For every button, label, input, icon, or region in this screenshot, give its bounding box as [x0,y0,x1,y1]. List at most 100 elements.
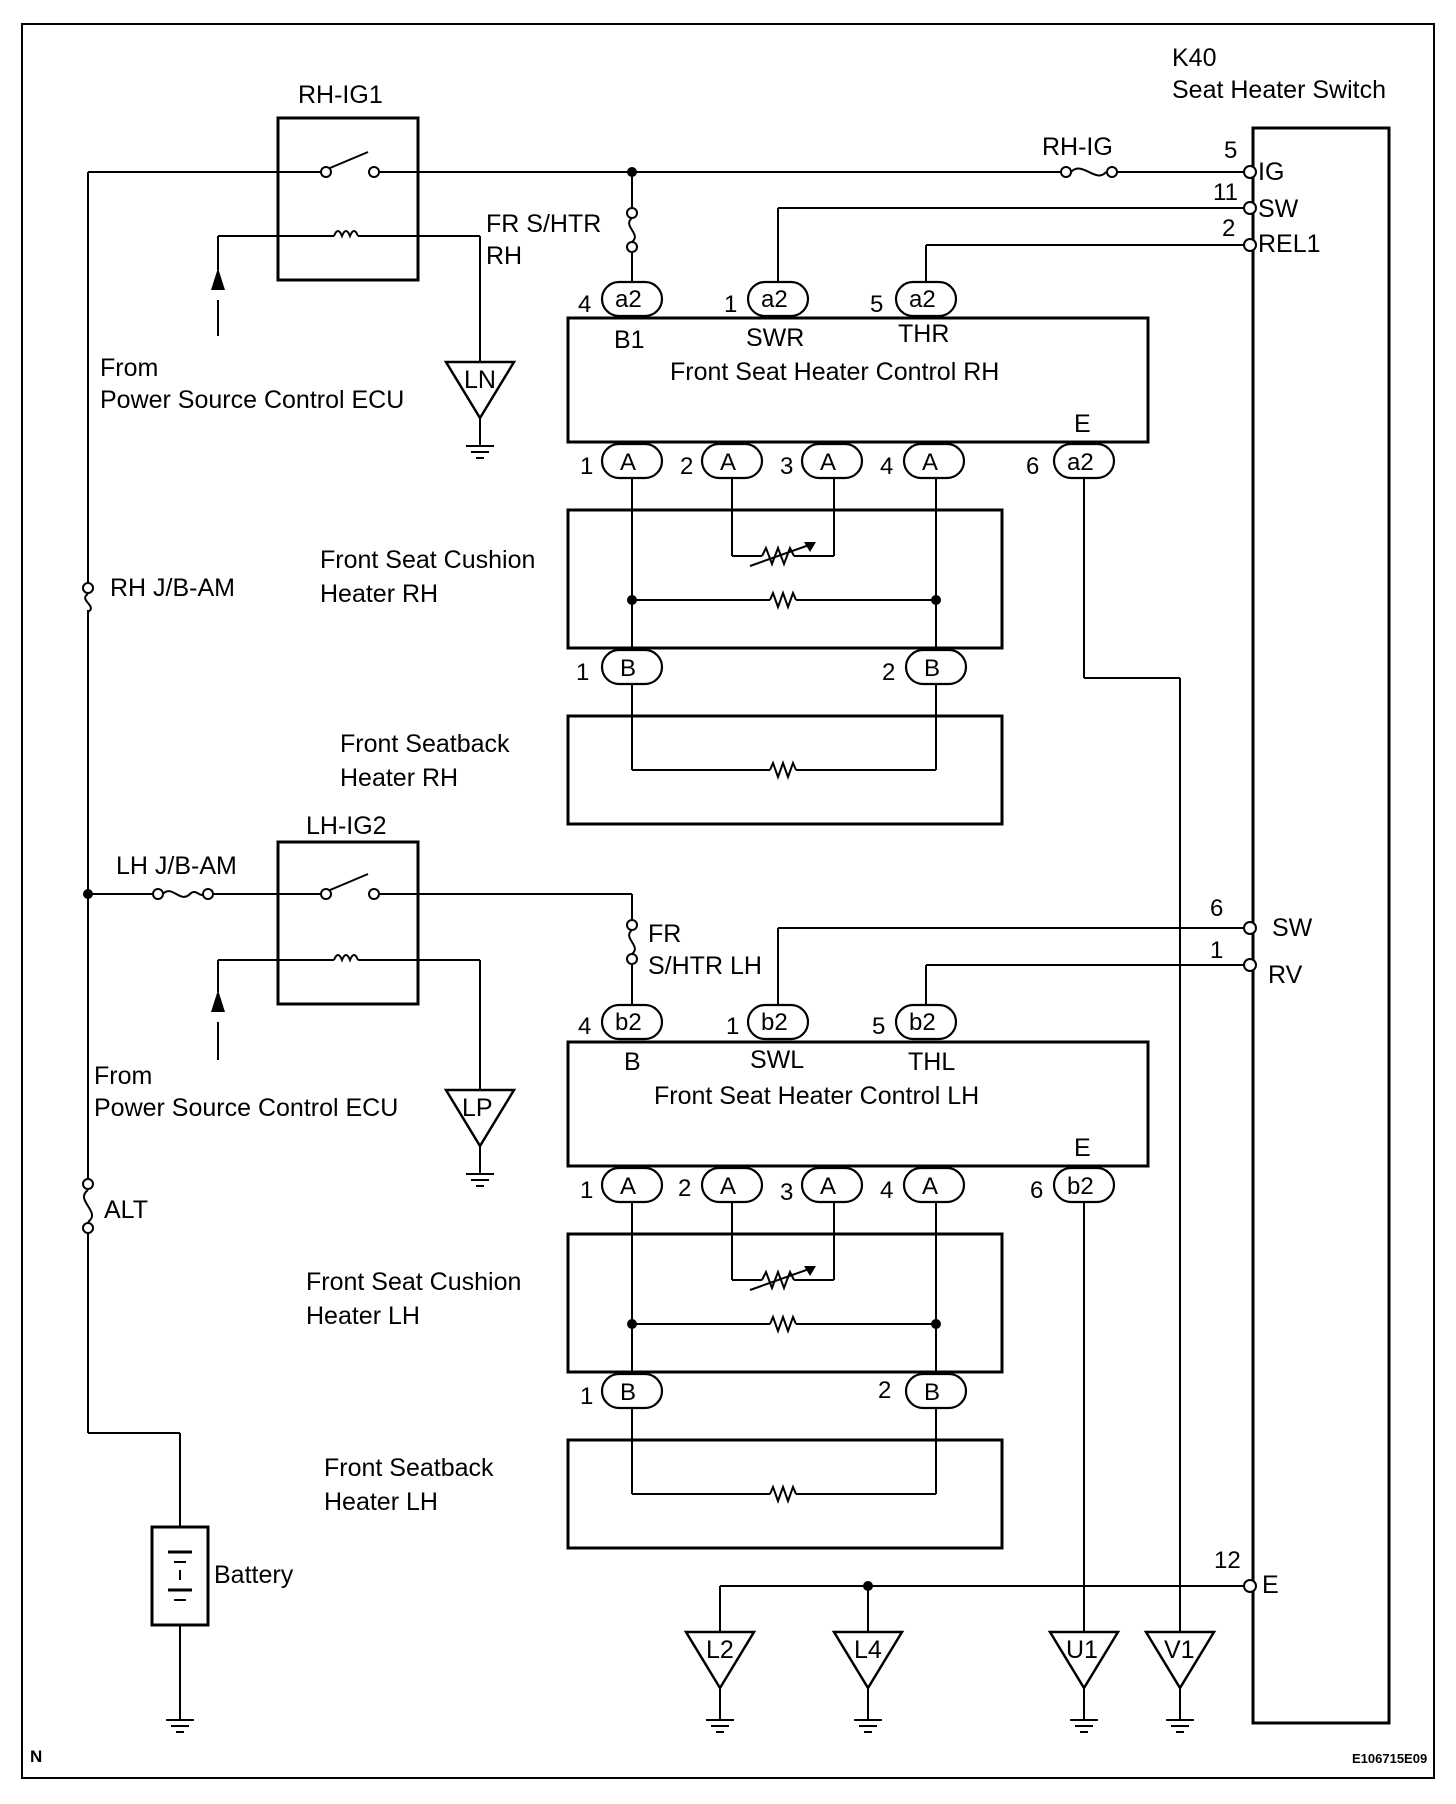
control-lh-conn-b: b2 [615,1009,642,1036]
control-rh-conn-b1: a2 [615,286,642,313]
control-rh-term-swr: SWR [746,324,804,352]
cushion-lh-label-2: Heater LH [306,1302,420,1330]
control-rh-conn-a4: A [922,449,938,476]
control-rh-conn-a1: A [620,449,636,476]
relay-lh-label: LH-IG2 [306,812,387,840]
switch-pin-e-num: 12 [1214,1547,1241,1574]
control-rh-conn-a3: A [820,449,836,476]
control-rh-term-thr: THR [898,320,949,348]
battery: Battery [150,1525,294,1627]
cushion-heater-lh: Front Seat Cushion Heater LH B 1 B 2 [306,1202,1004,1410]
footer-left: N [30,1747,42,1766]
switch-pin-rel1: REL1 [1258,230,1321,258]
cushion-lh-pin-b2: 2 [878,1377,891,1404]
control-rh-pin-thr: 5 [870,291,883,318]
fuse-fr-shtr-lh: FR S/HTR LH [626,919,762,1005]
fuse-lh-jb-am-label: LH J/B-AM [116,852,237,880]
control-rh-conn-thr: a2 [909,286,936,313]
control-rh-pin-swr: 1 [724,291,737,318]
ground-lp-label: LP [462,1094,493,1122]
cushion-lh-conn-b2: B [924,1379,940,1406]
fuse-fr-shtr-lh-label-1: FR [648,920,681,948]
control-lh-pin-a4: 4 [880,1177,893,1204]
fuse-rh-ig-label: RH-IG [1042,133,1113,161]
control-rh-pin-b1: 4 [578,291,591,318]
control-rh-pin-a4: 4 [880,453,893,480]
control-lh-pin-thl: 5 [872,1013,885,1040]
ground-ln-label: LN [464,366,496,394]
cushion-rh-label-2: Heater RH [320,580,438,608]
battery-label: Battery [214,1561,294,1589]
ground-l4: L4 [831,1630,905,1733]
cushion-lh-pin-b1: 1 [580,1383,593,1410]
control-lh-conn-a4: A [922,1173,938,1200]
control-lh-term-thl: THL [908,1048,955,1076]
fuse-fr-shtr-rh-label-1: FR S/HTR [486,210,601,238]
control-lh-conn-e: b2 [1067,1173,1094,1200]
main-feed-wiring [83,167,1244,1733]
ground-lp: LP [443,1088,517,1187]
control-rh-conn-a2: A [720,449,736,476]
fuse-fr-shtr-rh-label-2: RH [486,242,522,270]
cushion-rh-label-1: Front Seat Cushion [320,546,535,574]
control-rh-conn-e: a2 [1067,449,1094,476]
switch-pin-rv: RV [1268,961,1303,989]
control-lh-term-b: B [624,1048,641,1076]
control-lh: Front Seat Heater Control LH B SWL THL E… [566,1003,1150,1206]
control-lh-conn-a3: A [820,1173,836,1200]
control-rh-term-e: E [1074,410,1091,438]
control-rh-pin-a1: 1 [580,453,593,480]
seat-heater-switch: K40 Seat Heater Switch 5 IG 11 SW 2 REL1… [1172,44,1391,1725]
switch-pin-sw-num: 11 [1213,179,1238,206]
control-lh-pin-b: 4 [578,1013,591,1040]
switch-pin-rv-num: 1 [1210,937,1223,964]
control-lh-conn-a2: A [720,1173,736,1200]
ground-l4-label: L4 [854,1636,882,1664]
ground-u1-label: U1 [1066,1636,1098,1664]
control-lh-conn-swl: b2 [761,1009,788,1036]
cushion-heater-rh: Front Seat Cushion Heater RH B 1 B 2 [320,478,1004,686]
control-rh-term-b1: B1 [614,326,645,354]
switch-code: K40 [1172,44,1216,72]
switch-pin-e: E [1262,1571,1279,1599]
control-lh-pin-e: 6 [1030,1177,1043,1204]
ground-u1: U1 [1047,1630,1121,1733]
fuse-fr-shtr-lh-label-2: S/HTR LH [648,952,762,980]
relay-lh-ig2: LH-IG2 From Power Source Control ECU [94,812,481,1122]
relay-lh-source-2: Power Source Control ECU [94,1094,398,1122]
switch-pin-swl: SW [1272,914,1313,942]
control-rh: Front Seat Heater Control RH B1 SWR THR … [566,280,1150,480]
footer-code: E106715E09 [1352,1751,1427,1766]
ground-l2-label: L2 [706,1636,734,1664]
control-lh-term-swl: SWL [750,1046,804,1074]
cushion-lh-conn-b1: B [620,1379,636,1406]
fuse-alt-label: ALT [104,1196,148,1224]
control-rh-conn-swr: a2 [761,286,788,313]
control-lh-conn-a1: A [620,1173,636,1200]
seatback-rh-label-2: Heater RH [340,764,458,792]
ground-ln: LN [443,360,517,459]
seatback-heater-rh: Front Seatback Heater RH [340,684,1004,826]
control-lh-pin-a3: 3 [780,1179,793,1206]
seatback-lh-label-2: Heater LH [324,1488,438,1516]
lh-wiring [719,927,1244,1632]
cushion-rh-conn-b1: B [620,655,636,682]
control-lh-pin-swl: 1 [726,1013,739,1040]
switch-pin-swl-num: 6 [1210,895,1223,922]
control-lh-title: Front Seat Heater Control LH [654,1082,979,1110]
seatback-lh-label-1: Front Seatback [324,1454,494,1482]
ground-v1: V1 [1143,1630,1217,1733]
control-rh-title: Front Seat Heater Control RH [670,358,999,386]
cushion-rh-conn-b2: B [924,655,940,682]
relay-rh-ig1: RH-IG1 From Power Source Control ECU [100,81,481,414]
switch-pin-rel1-num: 2 [1222,215,1235,242]
control-lh-term-e: E [1074,1134,1091,1162]
fuse-fr-shtr-rh: FR S/HTR RH [486,172,638,282]
switch-pin-ig: IG [1258,158,1284,186]
seatback-rh-label-1: Front Seatback [340,730,510,758]
relay-rh-source-2: Power Source Control ECU [100,386,404,414]
ground-v1-label: V1 [1164,1636,1195,1664]
relay-rh-label: RH-IG1 [298,81,383,109]
control-lh-conn-thl: b2 [909,1009,936,1036]
